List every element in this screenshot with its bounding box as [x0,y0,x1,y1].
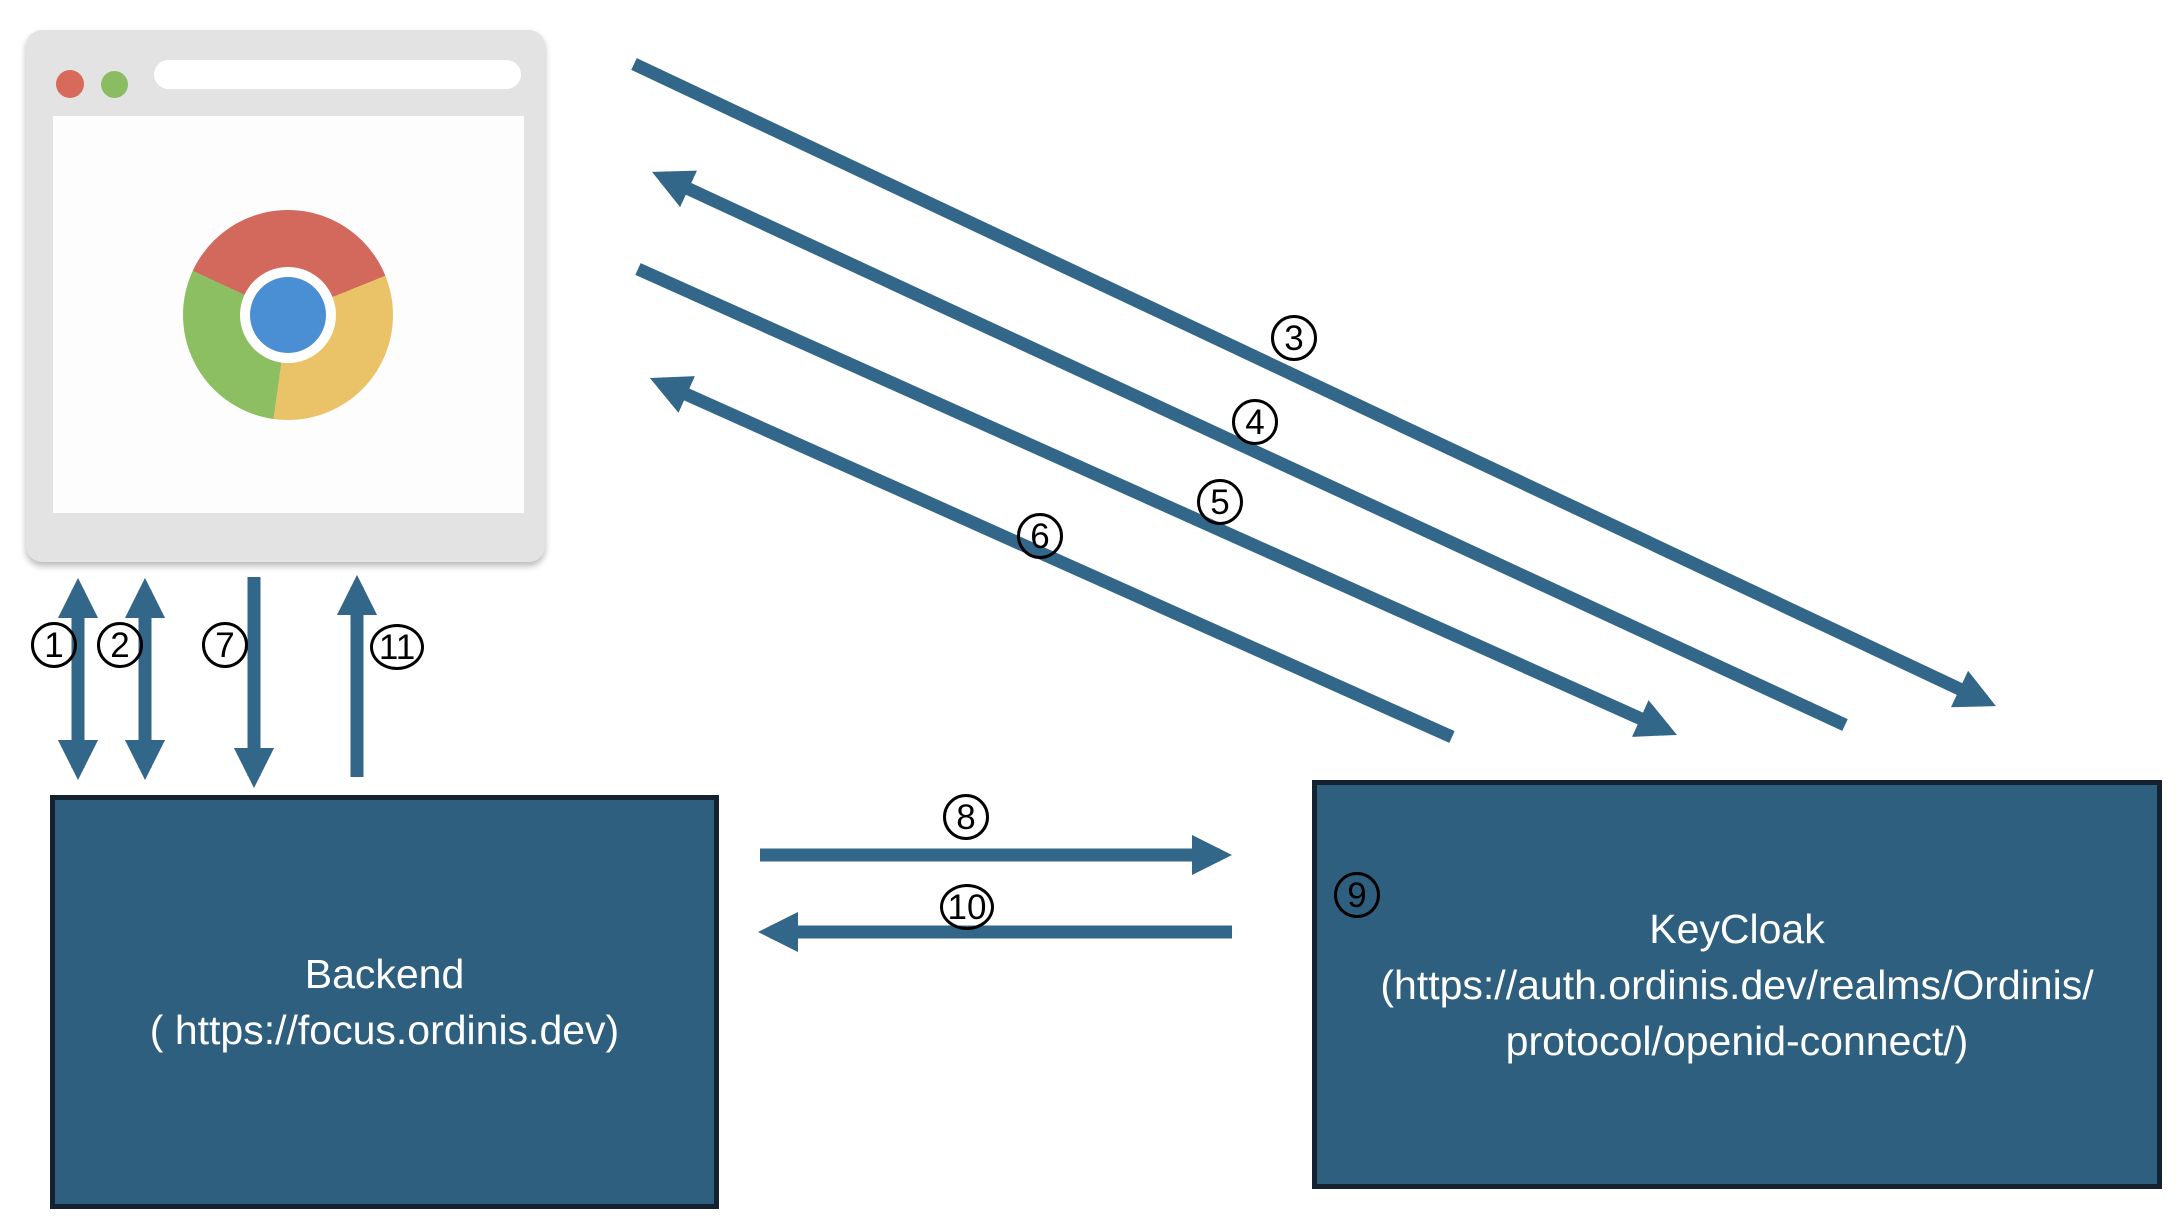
chrome-logo-icon [183,210,393,420]
keycloak-url-line1: (https://auth.ordinis.dev/realms/Ordinis… [1380,961,2094,1008]
backend-url: ( https://focus.ordinis.dev) [149,1007,620,1053]
step-label-9: 9 [1334,872,1380,918]
browser-address-bar [154,60,521,89]
browser-content-area [53,116,524,513]
step-label-7: 7 [202,622,248,668]
browser-green-dot-icon [101,71,128,98]
step-label-8: 8 [943,794,989,840]
keycloak-url-line2: protocol/openid-connect/) [1505,1017,1969,1064]
step-label-4: 4 [1232,399,1278,445]
step-label-11: 11 [370,624,424,670]
step-label-1: 1 [31,622,77,668]
backend-box: Backend ( https://focus.ordinis.dev) [50,795,719,1209]
backend-title: Backend [304,951,465,997]
keycloak-box: 9 KeyCloak (https://auth.ordinis.dev/rea… [1312,780,2162,1189]
browser-red-dot-icon [56,70,84,98]
step-label-6: 6 [1017,513,1063,559]
browser-window [26,30,545,562]
arrow-step-4-keycloak-to-browser [652,170,1848,731]
keycloak-title: KeyCloak [1649,905,1825,952]
arrow-step-3-browser-to-keycloak [631,58,1996,708]
arrow-step-5-browser-to-keycloak [635,263,1678,737]
step-label-3: 3 [1271,315,1317,361]
step-label-10: 10 [940,884,994,930]
arrow-step-6-keycloak-to-browser [649,376,1455,743]
step-label-2: 2 [97,622,143,668]
step-label-5: 5 [1197,479,1243,525]
